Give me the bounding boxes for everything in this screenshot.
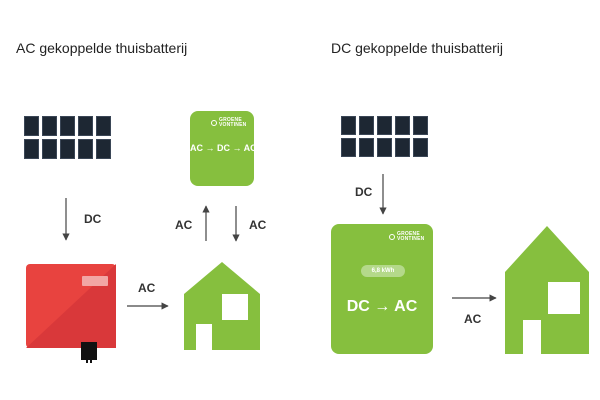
battery-capacity: 6,8 kWh xyxy=(361,265,405,277)
solar-panel-icon-dc xyxy=(341,116,428,157)
dc-battery: GROENE VONTINEN 6,8 kWh DC → AC xyxy=(331,224,433,354)
brand-logo-icon xyxy=(211,120,217,126)
label-ac-down: AC xyxy=(249,218,267,232)
battery-conversion: AC → DC → AC xyxy=(190,143,257,153)
solar-panel-icon xyxy=(24,116,111,159)
label-dc-right: DC xyxy=(355,185,373,199)
title-dc-coupled: DC gekoppelde thuisbatterij xyxy=(331,40,503,56)
brand-logo-icon xyxy=(389,234,395,240)
battery-conversion: DC → AC xyxy=(346,298,418,315)
brand-name: GROENE xyxy=(219,117,242,123)
label-ac-up: AC xyxy=(175,218,193,232)
brand-name: GROENE xyxy=(397,231,420,237)
label-ac-right: AC xyxy=(464,312,482,326)
inverter-icon xyxy=(26,264,116,363)
brand-name-sub: VONTINEN xyxy=(397,236,425,242)
title-ac-coupled: AC gekoppelde thuisbatterij xyxy=(16,40,188,56)
ac-battery: GROENE VONTINEN AC → DC → AC xyxy=(190,111,257,186)
house-icon-dc xyxy=(505,226,589,354)
brand-name-sub: VONTINEN xyxy=(219,122,247,128)
label-ac-inverter: AC xyxy=(138,281,156,295)
label-dc-left: DC xyxy=(84,212,102,226)
house-icon xyxy=(184,262,260,350)
